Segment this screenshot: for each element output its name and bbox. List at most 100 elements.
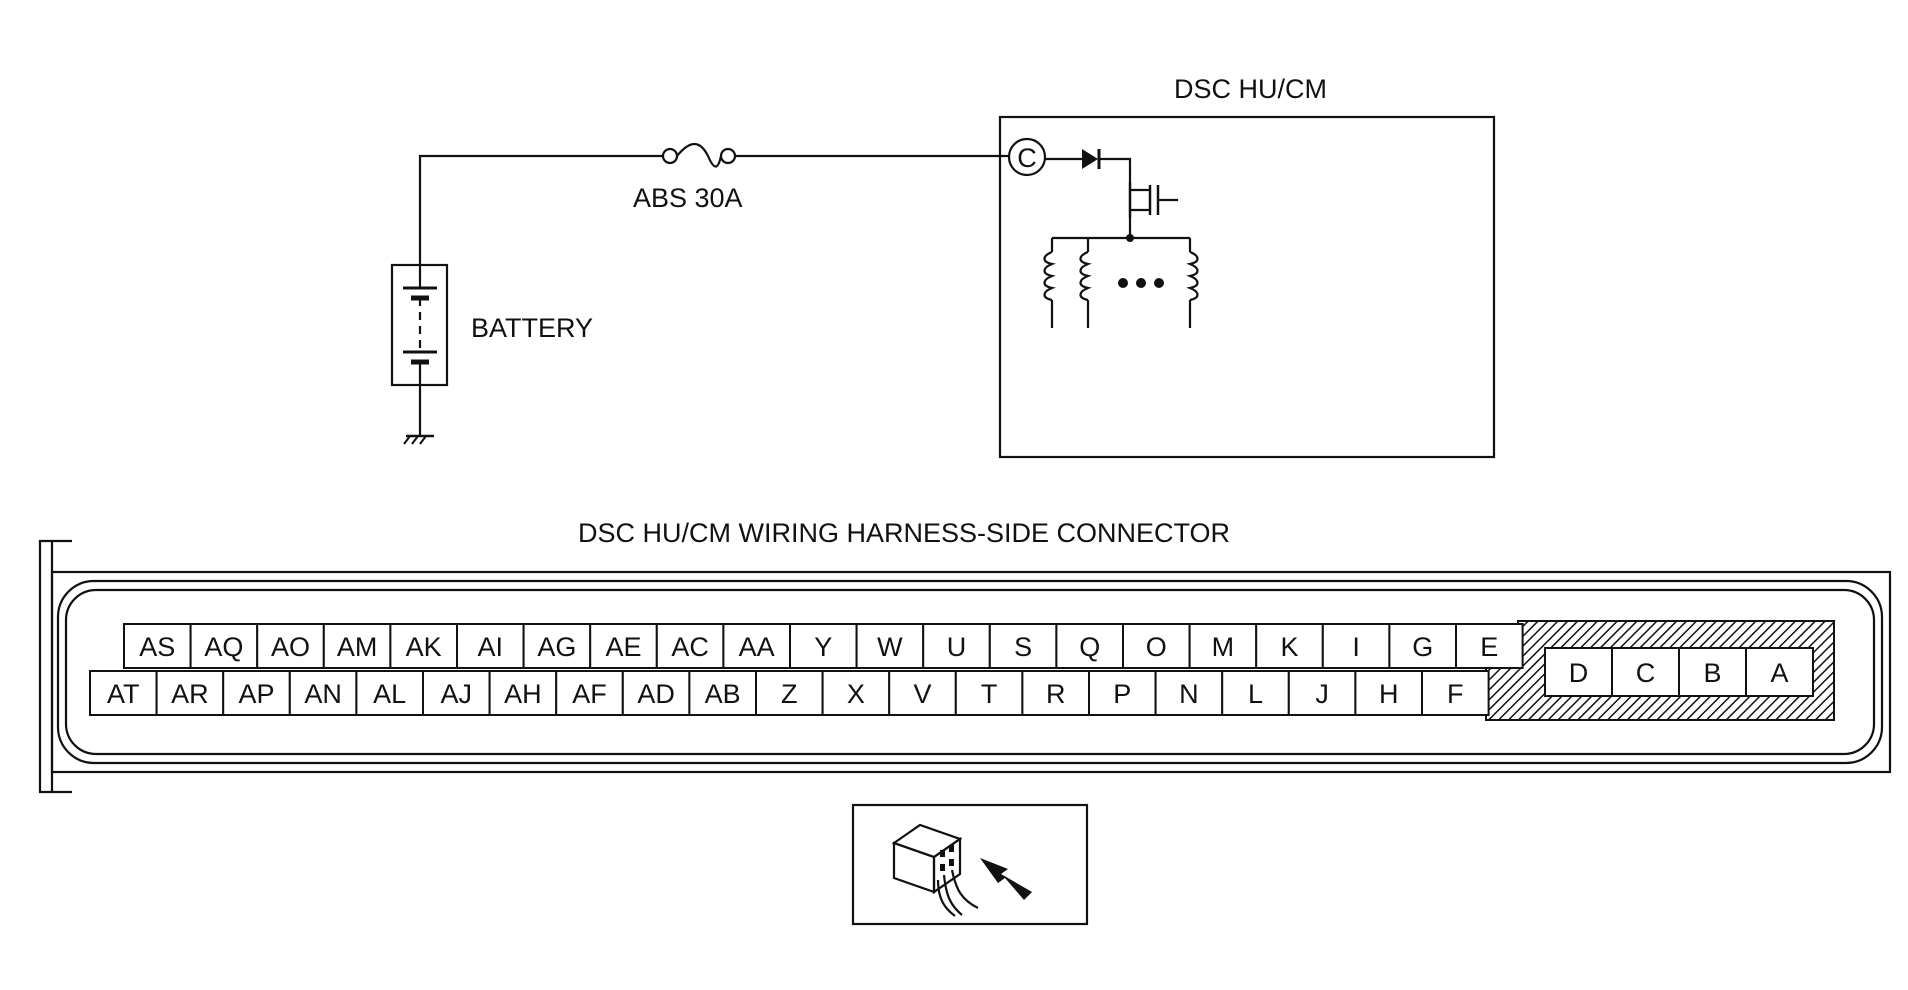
- pin-label: AE: [605, 632, 641, 662]
- pin-y: Y: [789, 623, 858, 669]
- pin-box: [288, 670, 358, 716]
- pin-box: [821, 670, 891, 716]
- pin-n: N: [1154, 670, 1224, 716]
- continuation-dots: [1118, 278, 1164, 288]
- pin-box: [954, 670, 1024, 716]
- pin-box: [1611, 647, 1680, 697]
- terminal-label: C: [1017, 143, 1037, 173]
- pin-ap: AP: [222, 670, 291, 716]
- terminal-c-icon: [1007, 137, 1047, 177]
- fuse-icon: [661, 142, 737, 168]
- pin-box: [488, 670, 558, 716]
- pin-label: Y: [814, 632, 832, 662]
- pin-box: [522, 623, 592, 669]
- pin-box: [888, 670, 957, 716]
- solenoid-coil-icon: [1043, 238, 1056, 328]
- pin-at: AT: [89, 670, 158, 716]
- pin-label: D: [1569, 658, 1589, 688]
- pin-e: E: [1455, 623, 1524, 669]
- pin-j: J: [1287, 670, 1357, 716]
- pin-box: [222, 670, 291, 716]
- pin-aq: AQ: [189, 623, 259, 669]
- ground-icon: [403, 434, 434, 445]
- pin-box: [1021, 670, 1091, 716]
- pin-label: AR: [171, 679, 209, 709]
- dsc-hu-cm-module-box: [998, 115, 1496, 459]
- pin-p: P: [1088, 670, 1157, 716]
- pin-label: W: [877, 632, 903, 662]
- pin-box: [1455, 623, 1524, 669]
- pin-box: [555, 670, 624, 716]
- pin-box: [456, 623, 525, 669]
- pin-label: B: [1703, 658, 1721, 688]
- pin-box: [1745, 647, 1814, 697]
- pin-label: AC: [671, 632, 709, 662]
- pin-ao: AO: [256, 623, 325, 669]
- pin-label: U: [947, 632, 967, 662]
- pin-v: V: [888, 670, 957, 716]
- pin-i: I: [1321, 623, 1391, 669]
- pin-box: [722, 623, 792, 669]
- pin-f: F: [1421, 670, 1490, 716]
- pin-box: [389, 623, 458, 669]
- battery-feed-wire: [418, 154, 662, 265]
- pin-af: AF: [555, 670, 624, 716]
- pin-label: AA: [739, 632, 775, 662]
- pin-ak: AK: [389, 623, 458, 669]
- pin-label: AQ: [204, 632, 243, 662]
- pin-label: C: [1636, 658, 1656, 688]
- pin-label: AT: [107, 679, 140, 709]
- pin-label: N: [1179, 679, 1199, 709]
- module-title: DSC HU/CM: [1174, 74, 1327, 104]
- connector-block-icon: [891, 823, 979, 917]
- pin-aj: AJ: [422, 670, 491, 716]
- power-circuit: ABS 30A BATTERY DSC HU/CM C: [390, 74, 1496, 459]
- pin-ar: AR: [155, 670, 225, 716]
- arrow-icon: [980, 858, 1032, 900]
- pin-box: [1421, 670, 1490, 716]
- diode-icon: [1082, 149, 1101, 169]
- pin-box: [1122, 623, 1191, 669]
- pin-am: AM: [322, 623, 392, 669]
- pin-ag: AG: [522, 623, 592, 669]
- pin-box: [1221, 670, 1290, 716]
- fuse-label: ABS 30A: [633, 183, 743, 213]
- pin-u: U: [922, 623, 991, 669]
- pin-box: [688, 670, 758, 716]
- pin-x: X: [821, 670, 891, 716]
- pin-label: Q: [1079, 632, 1100, 662]
- solenoid-coil-icon: [1186, 238, 1199, 328]
- pin-label: O: [1146, 632, 1167, 662]
- pin-label: AF: [572, 679, 607, 709]
- pin-ai: AI: [456, 623, 525, 669]
- pin-label: E: [1480, 632, 1498, 662]
- pin-an: AN: [288, 670, 358, 716]
- pin-box: [89, 670, 158, 716]
- pin-label: AL: [373, 679, 406, 709]
- battery-icon: [390, 263, 449, 387]
- pin-t: T: [954, 670, 1024, 716]
- pin-label: S: [1014, 632, 1032, 662]
- pin-box: [1088, 670, 1157, 716]
- pin-label: M: [1212, 632, 1235, 662]
- pin-b: B: [1678, 647, 1747, 697]
- pin-label: AG: [537, 632, 576, 662]
- pin-label: AJ: [441, 679, 473, 709]
- pin-box: [755, 670, 824, 716]
- harness-side-view-icon: [851, 803, 1089, 926]
- pin-label: H: [1379, 679, 1399, 709]
- pin-box: [988, 623, 1058, 669]
- pin-o: O: [1122, 623, 1191, 669]
- pin-box: [1055, 623, 1125, 669]
- pin-l: L: [1221, 670, 1290, 716]
- pin-w: W: [855, 623, 925, 669]
- pin-k: K: [1255, 623, 1324, 669]
- pin-box: [621, 670, 691, 716]
- pin-label: AN: [304, 679, 342, 709]
- pin-label: AK: [406, 632, 442, 662]
- pin-label: AP: [238, 679, 274, 709]
- pin-label: AS: [139, 632, 175, 662]
